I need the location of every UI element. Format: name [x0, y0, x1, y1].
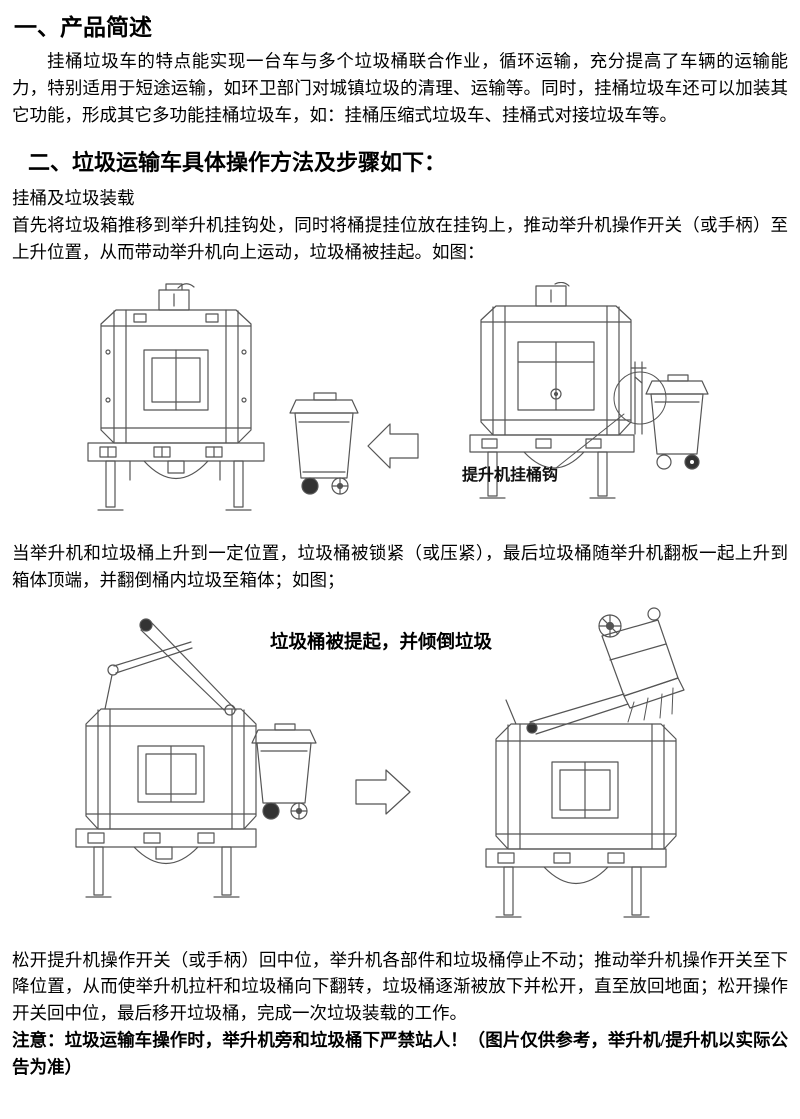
lifter-hook-drawing: [630, 361, 647, 435]
truck-top-mechanism-drawing: [535, 281, 570, 307]
hook-highlight-circle: [613, 371, 667, 425]
lift-arm-drawing: [505, 692, 629, 735]
hook-label: 提升机挂桶钩: [462, 465, 558, 484]
truck-body-drawing: [480, 305, 632, 436]
figure-caption-lift: 垃圾桶被提起，并倾倒垃圾: [270, 627, 493, 654]
truck-chassis-drawing: [485, 847, 667, 918]
truck-body-drawing: [495, 722, 677, 850]
truck-top-mechanism-drawing: [158, 282, 195, 311]
wheelie-bin-drawing: [251, 722, 317, 820]
garbage-fall-lines: [627, 687, 674, 722]
wheelie-bin-drawing: [645, 374, 709, 470]
truck-chassis-drawing: [469, 434, 635, 499]
section2-heading: 二、垃圾运输车具体操作方法及步骤如下：: [28, 149, 447, 175]
wheelie-bin-drawing: [289, 392, 359, 495]
figure-row-hooking: 提升机挂桶钩: [12, 266, 788, 540]
bin-wheel-spoked: [331, 477, 349, 495]
bin-wheel-spoked: [598, 613, 622, 638]
para-lowering: 松开提升机操作开关（或手柄）回中位，举升机各部件和垃圾桶停止不动；推动举升机操作…: [12, 949, 788, 1024]
truck-body-drawing: [100, 309, 252, 444]
truck-body-drawing: [85, 707, 257, 830]
figure-row-dumping: 垃圾桶被提起，并倾倒垃圾: [12, 594, 788, 943]
section1-heading: 一、产品简述: [14, 14, 152, 40]
arrow-right-icon: [355, 768, 411, 815]
tipped-bin-drawing: [598, 606, 685, 709]
bin-wheel-spoked: [290, 801, 308, 820]
arrow-left-icon: [367, 423, 419, 469]
truck-chassis-drawing: [75, 827, 257, 898]
subheading-loading: 挂桶及垃圾装载: [12, 187, 135, 208]
leader-line: [555, 413, 625, 469]
figure-truck-approach: [87, 282, 419, 511]
para-lifting: 当举升机和垃圾桶上升到一定位置，垃圾桶被锁紧（或压紧），最后垃圾桶随举升机翻板一…: [12, 542, 788, 590]
bin-wheel-spoked: [684, 454, 700, 470]
lift-arm-drawing: [104, 617, 237, 716]
section1-body: 挂桶垃圾车的特点能实现一台车与多个垃圾桶联合作业，循环运输，充分提高了车辆的运输…: [12, 51, 788, 125]
figure-bin-hooked: 提升机挂桶钩: [462, 281, 709, 499]
para-hooking: 首先将垃圾箱推移到举升机挂钩处，同时将桶提挂位放在挂钩上，推动举升机操作开关（或…: [12, 214, 788, 262]
truck-chassis-drawing: [87, 442, 265, 511]
figure-bin-lifted: [75, 617, 411, 898]
safety-note: 注意：垃圾运输车操作时，举升机旁和垃圾桶下严禁站人！（图片仅供参考，举升机/提升…: [12, 1030, 788, 1078]
figure-bin-dumping: [485, 606, 685, 918]
